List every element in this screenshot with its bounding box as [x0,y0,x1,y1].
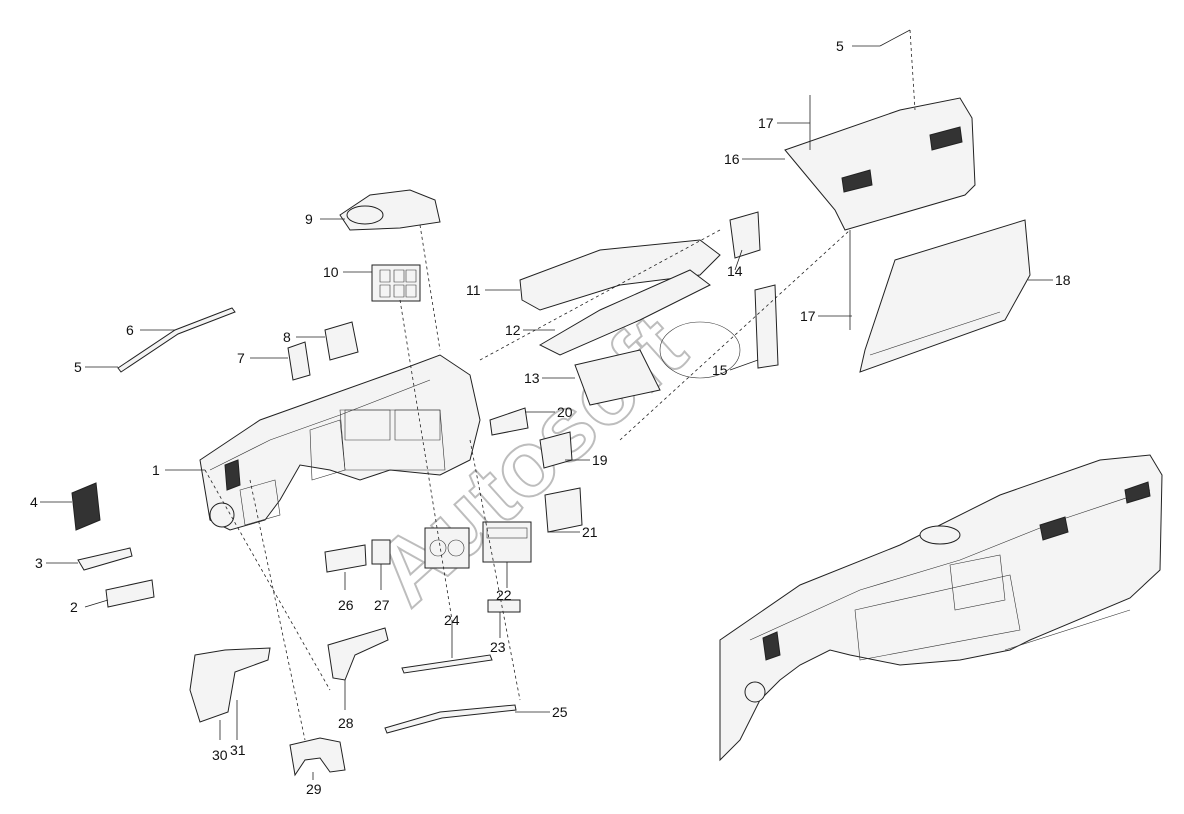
part-24-trim-strip [401,654,493,674]
label-26: 26 [338,597,354,613]
part-20-trim [489,407,529,436]
label-24: 24 [444,612,460,628]
label-27: 27 [374,597,390,613]
label-3: 3 [35,555,43,571]
label-19: 19 [592,452,608,468]
label-25: 25 [552,704,568,720]
label-5-left: 5 [74,359,82,375]
label-8: 8 [283,329,291,345]
label-31: 31 [230,742,246,758]
part-2-switch-row [105,579,155,608]
label-20: 20 [557,404,573,420]
part-10-switch-panel [371,264,421,302]
part-13-duct-junction [574,349,661,406]
label-6: 6 [126,322,134,338]
part-30-side-panel [189,647,271,723]
part-11-air-duct [519,239,721,311]
part-27-switch [371,539,391,565]
assembled-dashboard-view [719,454,1163,762]
part-25-trim-strip [384,704,517,734]
label-5-right: 5 [836,38,844,54]
label-17-top: 17 [758,115,774,131]
leader-lines [40,29,1053,780]
part-15-duct [754,284,779,369]
label-12: 12 [505,322,521,338]
label-9: 9 [305,211,313,227]
label-13: 13 [524,370,540,386]
part-3-trim [77,547,133,571]
label-10: 10 [323,264,339,280]
dashboard-main-assembly [199,354,481,531]
part-21-bracket [544,487,583,533]
part-16-upper-dash-right [784,97,976,231]
part-6-trim-strip [117,307,236,373]
part-26-switch-row [324,544,367,573]
gauge-cluster [424,527,470,569]
label-16: 16 [724,151,740,167]
label-28: 28 [338,715,354,731]
part-29-lower-panel [289,737,346,777]
part-labels: 1 2 3 4 5 5 6 7 8 9 10 11 12 13 14 15 16… [30,38,1071,797]
label-18: 18 [1055,272,1071,288]
label-2: 2 [70,599,78,615]
label-22: 22 [496,587,512,603]
part-8-plate [324,321,359,361]
label-4: 4 [30,494,38,510]
label-29: 29 [306,781,322,797]
part-4-air-vent [71,482,101,531]
part-28-bracket [327,627,389,681]
label-15: 15 [712,362,728,378]
label-21: 21 [582,524,598,540]
part-12-air-duct [538,269,711,356]
part-14-bracket [729,211,761,259]
label-30: 30 [212,747,228,763]
label-14: 14 [727,263,743,279]
part-18-glovebox [859,219,1031,373]
label-17-bottom: 17 [800,308,816,324]
label-7: 7 [237,350,245,366]
label-11: 11 [466,282,481,298]
label-23: 23 [490,639,506,655]
part-23-trim [487,599,521,613]
part-7-bracket [287,341,311,381]
label-1: 1 [152,462,160,478]
